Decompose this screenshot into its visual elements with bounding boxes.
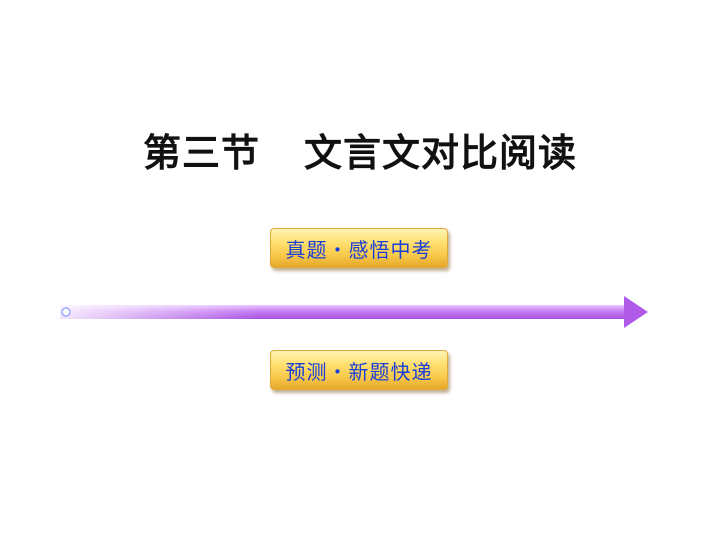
exam-review-button[interactable]: 真题・感悟中考 [270, 228, 448, 268]
section-number: 第三节 [142, 130, 260, 175]
section-topic: 文言文对比阅读 [304, 130, 578, 175]
prediction-label: 预测・新题快递 [285, 359, 433, 384]
prediction-button[interactable]: 预测・新题快递 [270, 350, 448, 390]
exam-review-label: 真题・感悟中考 [285, 237, 433, 262]
slide-title: 第三节文言文对比阅读 [0, 122, 720, 177]
timeline-arrow [60, 296, 648, 328]
timeline-start-dot [61, 307, 71, 317]
timeline-arrowhead [624, 296, 648, 328]
